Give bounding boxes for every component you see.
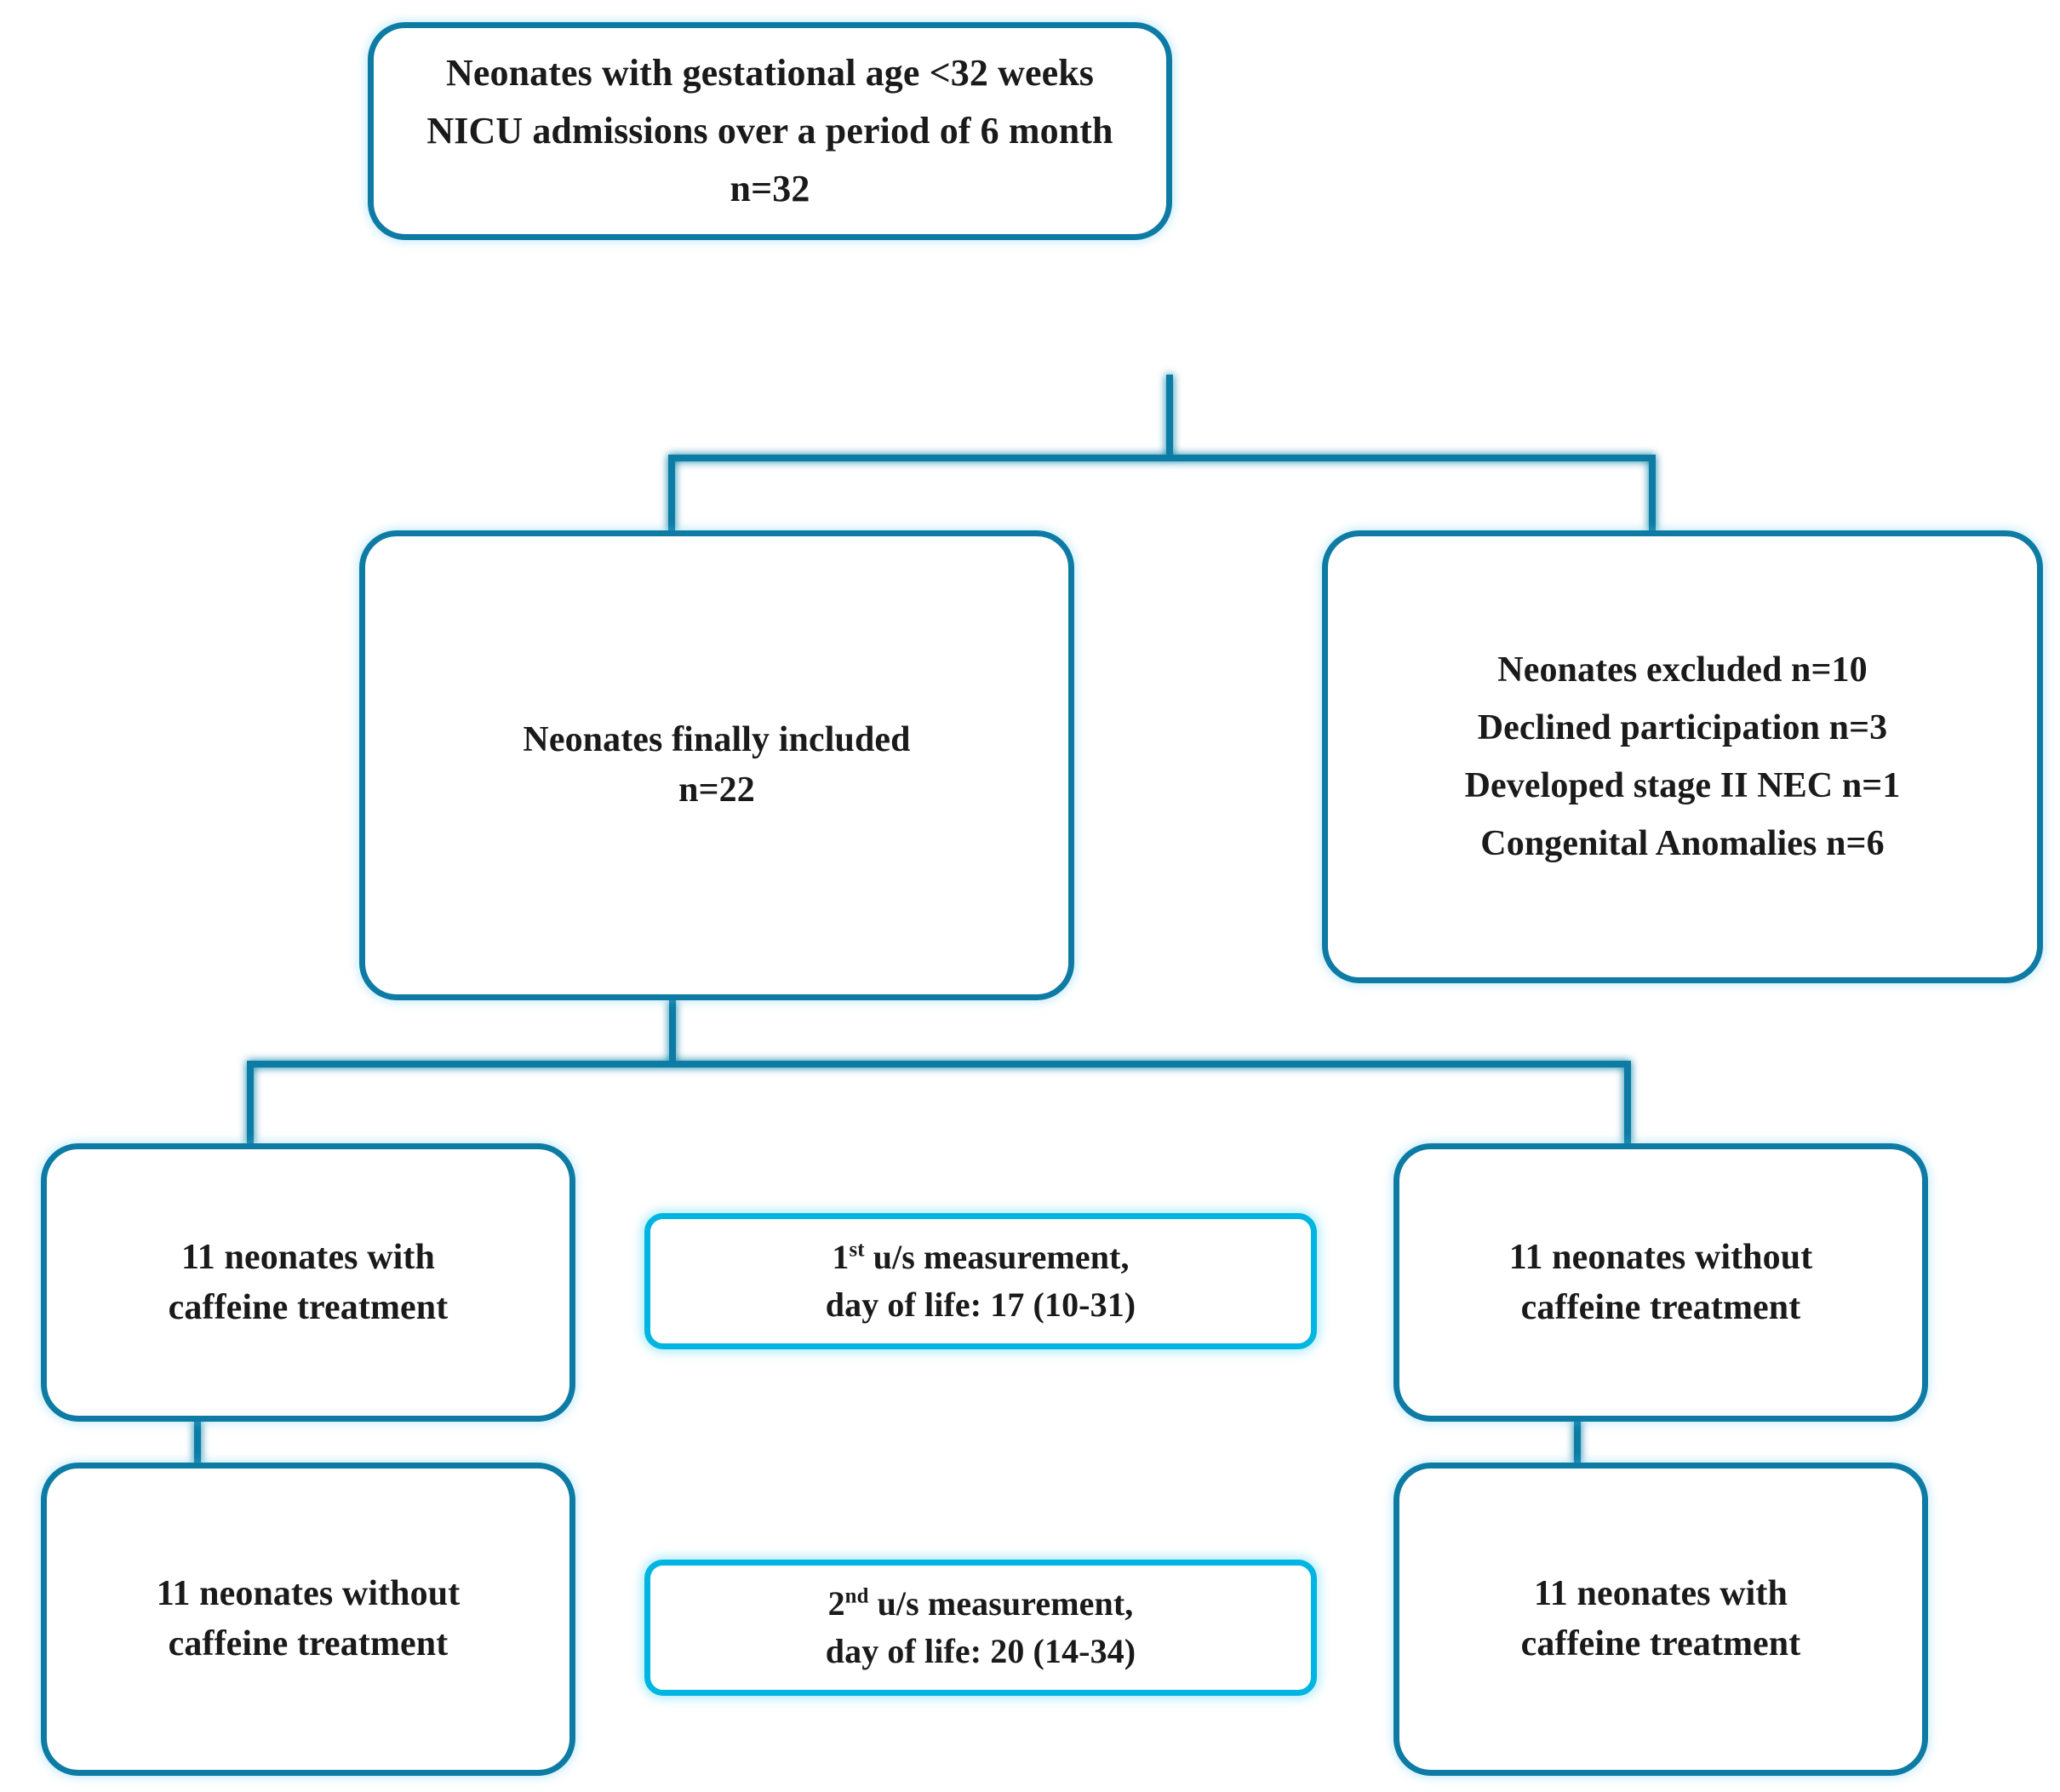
measurement-2-ordinal-number: 2 <box>827 1584 845 1623</box>
enrollment-count: n=32 <box>730 168 810 210</box>
left-arm-period-1-line-1: 11 neonates with <box>181 1237 435 1277</box>
right-arm-period-1-line-2: caffeine treatment <box>1520 1287 1801 1327</box>
enrollment-line-1: Neonates with gestational age <32 weeks <box>445 51 1094 94</box>
node-left-arm-period-2: 11 neonates without caffeine treatment <box>41 1463 575 1776</box>
left-arm-period-2-line-2: caffeine treatment <box>168 1624 449 1663</box>
excluded-reason-nec: Developed stage II NEC n=1 <box>1464 766 1901 805</box>
excluded-reason-declined: Declined participation n=3 <box>1477 707 1888 747</box>
left-arm-period-1-line-2: caffeine treatment <box>168 1287 449 1327</box>
excluded-reason-anomalies: Congenital Anomalies n=6 <box>1480 824 1885 864</box>
measurement-1-line-1-rest: u/s measurement, <box>864 1238 1130 1276</box>
excluded-total: Neonates excluded n=10 <box>1497 650 1868 690</box>
included-label: Neonates finally included <box>523 720 911 760</box>
right-arm-period-2-line-1: 11 neonates with <box>1534 1574 1788 1614</box>
measurement-2-line-2: day of life: 20 (14-34) <box>825 1632 1136 1670</box>
measurement-1-ordinal-number: 1 <box>832 1238 850 1276</box>
node-right-arm-period-2: 11 neonates with caffeine treatment <box>1393 1463 1928 1776</box>
node-first-ultrasound-measurement: 1st u/s measurement, day of life: 17 (10… <box>644 1213 1317 1349</box>
included-count: n=22 <box>678 770 755 810</box>
node-left-arm-period-1: 11 neonates with caffeine treatment <box>41 1143 575 1422</box>
node-included: Neonates finally included n=22 <box>359 530 1074 1000</box>
node-excluded: Neonates excluded n=10 Declined particip… <box>1322 530 2043 983</box>
measurement-2-line-1: 2nd u/s measurement, <box>828 1580 1134 1628</box>
left-arm-period-2-line-1: 11 neonates without <box>156 1574 461 1614</box>
node-second-ultrasound-measurement: 2nd u/s measurement, day of life: 20 (14… <box>644 1560 1317 1696</box>
measurement-1-line-1: 1st u/s measurement, <box>832 1234 1129 1281</box>
enrollment-line-2: NICU admissions over a period of 6 month <box>426 109 1113 152</box>
node-right-arm-period-1: 11 neonates without caffeine treatment <box>1393 1143 1928 1422</box>
right-arm-period-2-line-2: caffeine treatment <box>1520 1624 1801 1663</box>
right-arm-period-1-line-1: 11 neonates without <box>1508 1237 1813 1277</box>
measurement-2-ordinal-suffix: nd <box>844 1584 869 1608</box>
measurement-1-ordinal-suffix: st <box>849 1238 865 1262</box>
node-enrollment: Neonates with gestational age <32 weeks … <box>368 22 1172 240</box>
measurement-2-line-1-rest: u/s measurement, <box>868 1584 1134 1623</box>
measurement-1-line-2: day of life: 17 (10-31) <box>825 1285 1136 1324</box>
